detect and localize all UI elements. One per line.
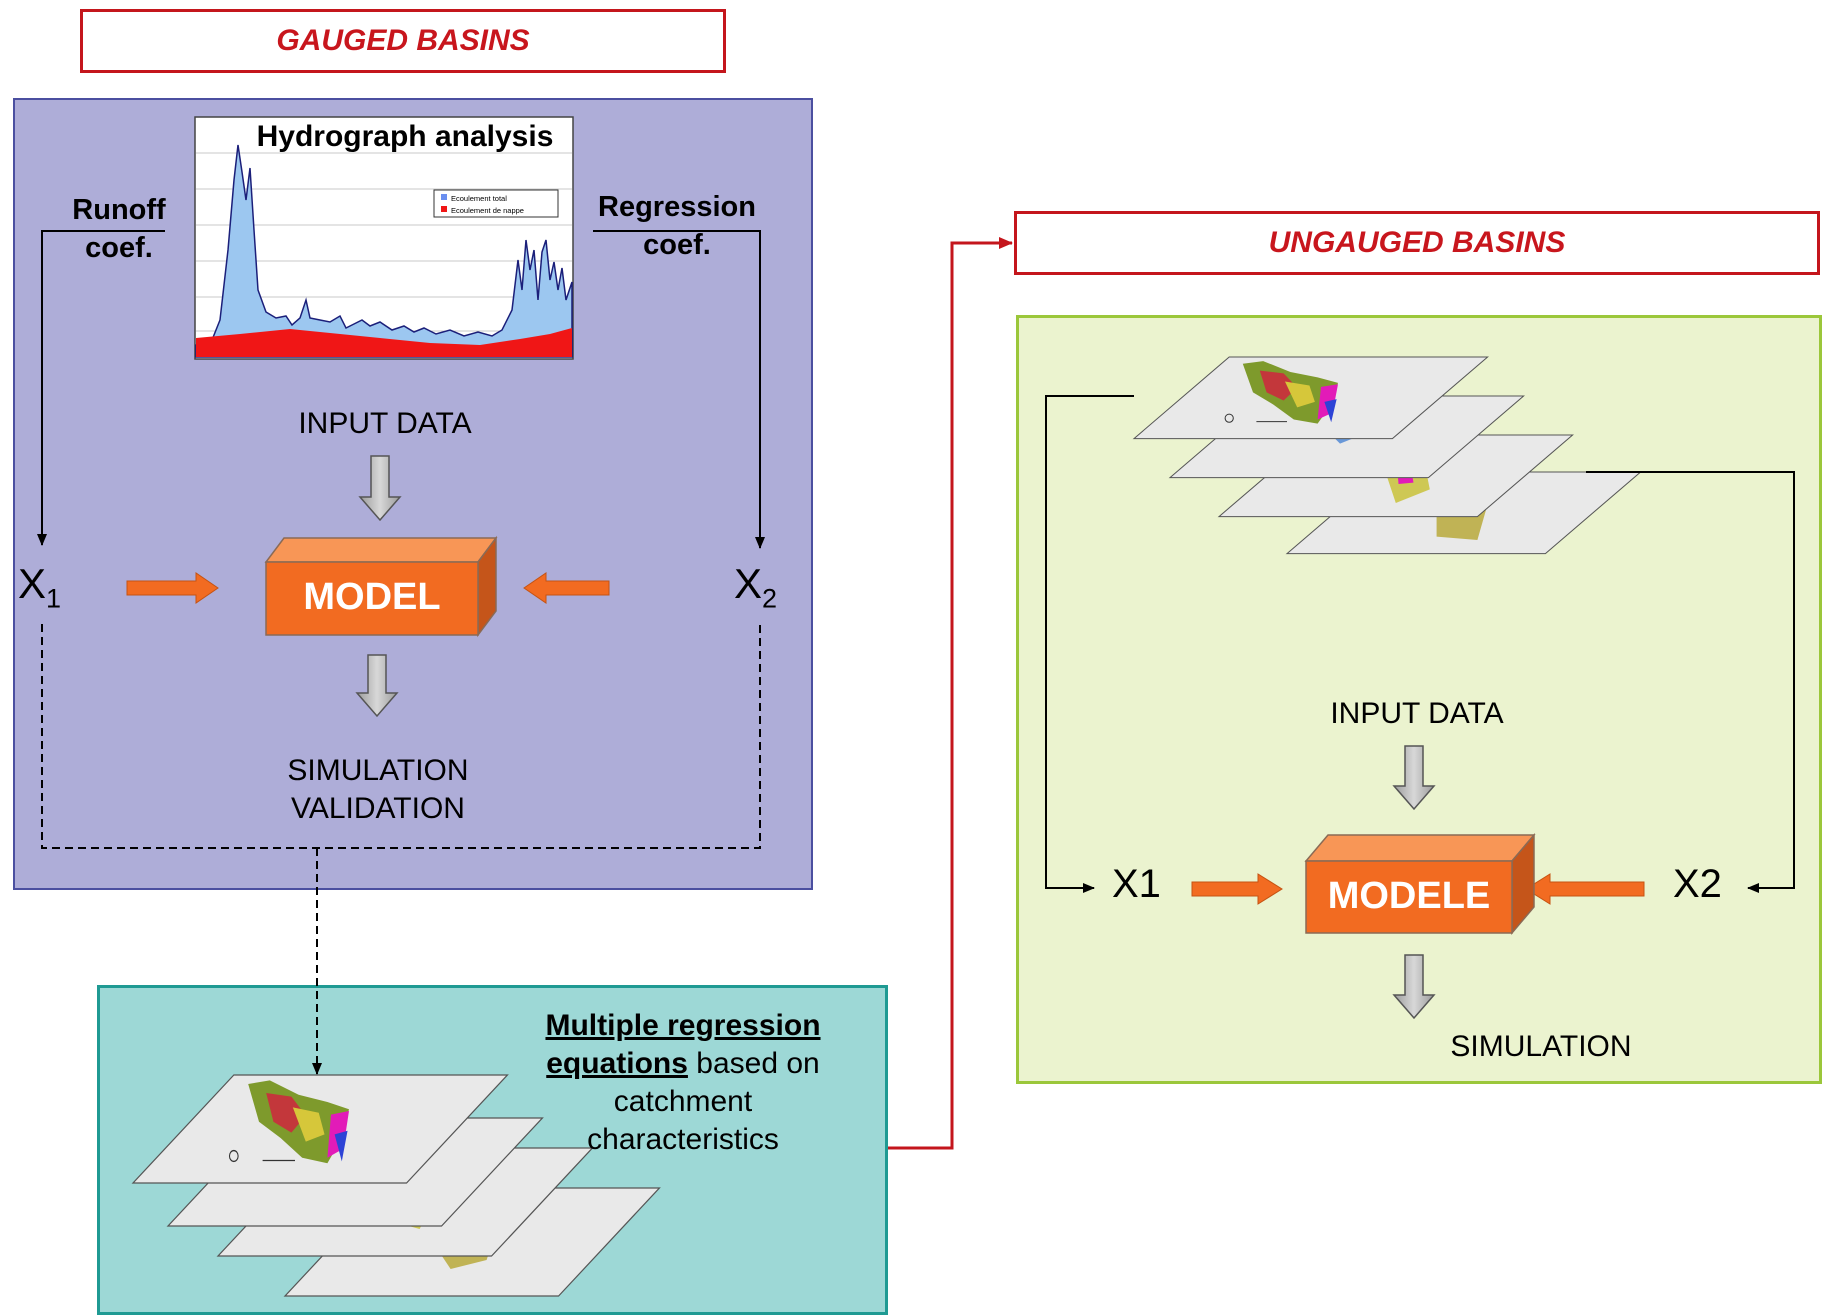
gauged-basins-title: GAUGED BASINS [80,9,726,73]
ungauged-map-stack [1132,356,1642,555]
regression-connector-arrow [593,230,765,549]
ungauged-output-arrow [1392,954,1436,1020]
x2-label: X2 [734,560,778,614]
regression-map-stack [131,1074,661,1297]
ungauged-left-connector [1045,395,1134,893]
hydrograph-baseflow [196,328,572,357]
hydrograph-title: Hydrograph analysis [257,120,554,153]
regression-description: Multiple regression equations based on c… [518,1007,848,1159]
model-label: MODEL [303,576,441,618]
ungauged-basins-title: UNGAUGED BASINS [1014,211,1820,275]
ungauged-right-connector [1586,471,1795,893]
ungauged-input-arrow [1392,745,1436,811]
model-box [264,535,498,638]
output-arrow-down [355,654,399,718]
modele-label: MODELE [1327,875,1491,917]
x2-to-model-arrow [523,572,610,604]
ungauged-x1-label: X1 [1112,862,1161,906]
ungauged-x2-arrow [1525,873,1645,905]
x1-label: X1 [18,560,62,614]
dashed-x1-line [41,624,761,849]
hydrograph-chart: Ecoulement total Ecoulement de nappe Hyd… [194,116,574,360]
legend-total-text: Ecoulement total [451,194,507,203]
simulation-validation-label: SIMULATION VALIDATION [287,754,469,825]
modele-box [1304,832,1536,936]
runoff-connector-arrow [37,230,165,546]
hydrograph-legend: Ecoulement total Ecoulement de nappe [433,189,559,218]
runoff-coef-label: Runoff coef. [72,194,166,264]
ungauged-input-data-label: INPUT DATA [1330,697,1504,730]
ungauged-x1-arrow [1191,873,1283,905]
regression-coef-label: Regression coef. [598,191,756,261]
ungauged-simulation-label: SIMULATION [1450,1030,1632,1063]
input-arrow-down [358,455,402,522]
ungauged-x2-label: X2 [1673,862,1722,906]
regression-equations-desc: based on catchment characteristics [587,1047,820,1156]
red-connector-arrow [888,237,1013,1150]
regression-equations-title: Multiple regression equations [545,1009,821,1080]
legend-nappe-text: Ecoulement de nappe [451,206,524,215]
gauged-input-data-label: INPUT DATA [298,407,472,440]
x1-to-model-arrow [126,572,219,604]
